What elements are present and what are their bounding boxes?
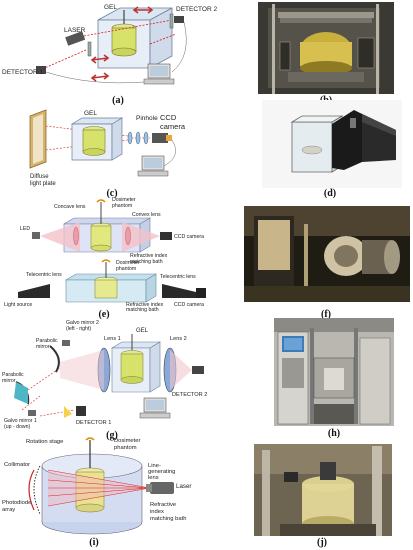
label-pinhole: Pinhole [136,115,158,122]
label-parabolic2-b: mirror [2,378,16,384]
label-photodiode-1: Photodiode [2,500,31,506]
label-gel-c: GEL [84,110,97,117]
label-detector1-g: DETECTOR 1 [76,420,111,426]
panel-i-diagram: Rotation stage Dosimeter phantom Collima… [0,436,220,548]
label-lens2: Lens 2 [170,336,187,342]
label-photodiode-2: array [2,507,15,513]
galvo-laser-scanner-diagram: Galvo mirror 2 (left - right) GEL Lens 1… [2,320,207,430]
label-line-2: generating [148,469,175,475]
label-rotation-stage: Rotation stage [26,439,63,445]
photo-b [258,2,394,94]
label-gel-a: GEL [104,4,117,11]
label-galvo2-a: Galvo mirror 2 [66,320,99,326]
label-refractive-e2: Refractive index [126,302,164,308]
panel-a-diagram: GEL DETECTOR 2 LASER DETECTOR 1 [0,0,217,96]
panel-e-diagram: Concave lens Dosimeter phantom Convex le… [0,194,220,313]
label-ccd-c: CCD [160,113,177,122]
label-dosimeter-e2: Dosimeter [116,260,140,266]
label-galvo2-b: (left - right) [66,326,91,332]
label-refractive-e1: Refractive index [130,253,168,259]
label-ccd-camera-e2: CCD camera [174,302,204,308]
caption-f: (f) [321,309,331,320]
label-detector1-a: DETECTOR 1 [2,69,43,76]
label-camera-c: camera [160,122,186,131]
label-galvo1-a: Galvo mirror 1 [4,418,37,424]
label-refractive-i2: index [150,509,164,515]
label-ccd-camera-e1: CCD camera [174,234,204,240]
optical-ccd-scanner-diagram: GEL Pinhole CCD camera Diffuse light pla… [29,109,186,187]
panel-c-diagram: GEL Pinhole CCD camera Diffuse light pla… [0,106,210,188]
label-light-source: Light source [4,302,32,308]
label-dosimeter-e1: Dosimeter [112,197,136,203]
label-gel-g: GEL [136,328,149,334]
photo-h [274,318,394,426]
label-diffuse-2: light plate [30,181,56,187]
laser-ccd-scanner-diagram: GEL DETECTOR 2 LASER DETECTOR 1 [2,4,217,85]
caption-h: (h) [327,428,341,439]
caption-e: (e) [98,309,110,320]
label-phantom-i: phantom [114,445,137,451]
label-line-1: Line- [148,463,161,469]
label-line-3: lens [148,475,159,481]
label-diffuse-1: Diffuse [30,174,49,180]
label-laser-i: Laser [176,483,191,490]
label-refractive-i3: matching bath [150,516,186,522]
label-detector2-g: DETECTOR 2 [172,392,207,398]
label-convex: Convex lens [132,212,161,218]
label-parabolic2-a: Parabolic [2,372,24,378]
label-refractive-i1: Refractive [150,502,176,508]
photo-d [262,100,402,188]
caption-a: (a) [112,95,124,106]
label-dosimeter-i: Dosimeter [114,438,140,444]
label-galvo1-b: (up - down) [4,424,31,430]
label-phantom-e2: phantom [116,266,136,272]
cone-beam-scanner-diagram: Concave lens Dosimeter phantom Convex le… [4,197,206,313]
label-lens1: Lens 1 [104,336,121,342]
label-matching-e2: matching bath [126,307,159,313]
label-collimator: Collimator [4,462,30,468]
label-telecentric-left: Telecentric lens [26,272,62,278]
caption-g: (g) [106,430,118,441]
line-laser-scanner-diagram: Rotation stage Dosimeter phantom Collima… [2,437,191,535]
label-led: LED [20,226,30,232]
label-parabolic1-b: mirror [36,344,50,350]
photo-j [254,444,392,536]
caption-j: (j) [317,537,327,548]
label-matching-e1: matching bath [130,259,163,265]
label-detector2-a: DETECTOR 2 [176,6,217,13]
label-parabolic1-a: Parabolic [36,338,58,344]
caption-d: (d) [323,188,337,199]
photo-f [244,206,410,302]
caption-c: (c) [106,188,118,199]
label-phantom-e1: phantom [112,203,132,209]
panel-g-diagram: Galvo mirror 2 (left - right) GEL Lens 1… [0,318,215,430]
label-concave: Concave lens [54,204,86,210]
label-laser-a: LASER [64,27,86,34]
label-telecentric-right: Telecentric lens [160,274,196,280]
caption-i: (i) [89,537,99,548]
